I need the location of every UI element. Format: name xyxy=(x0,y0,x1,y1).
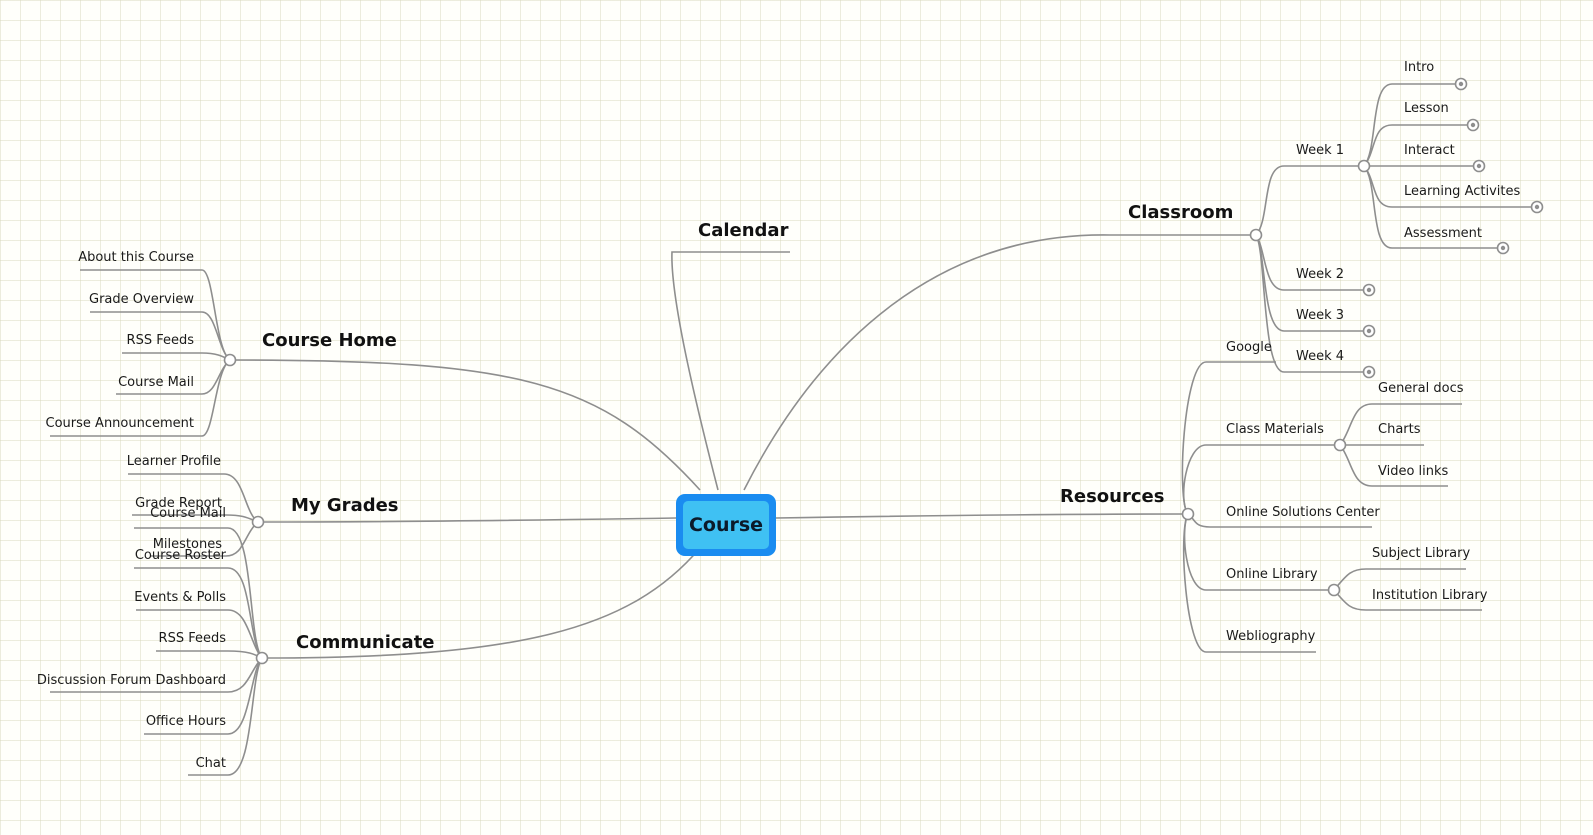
subtopic-online-library[interactable]: Online Library xyxy=(1226,567,1318,582)
my-grades-collapse-toggle[interactable] xyxy=(251,515,265,529)
week1-collapse-toggle[interactable] xyxy=(1357,159,1371,173)
week3-expand-icon[interactable] xyxy=(1362,324,1376,338)
connector-webliography xyxy=(1182,513,1316,653)
connector-assessment xyxy=(1363,165,1498,249)
week2-expand-icon[interactable] xyxy=(1362,283,1376,297)
expand-markers xyxy=(1362,77,1544,379)
connector-classroom xyxy=(743,234,1256,491)
subtopic-learner-profile[interactable]: Learner Profile xyxy=(127,454,221,469)
connector-course-home xyxy=(229,359,701,491)
course-home-collapse-toggle[interactable] xyxy=(223,353,237,367)
assessment-expand-icon[interactable] xyxy=(1496,241,1510,255)
connector-announcement xyxy=(50,359,231,437)
subtopic-week1[interactable]: Week 1 xyxy=(1296,143,1344,158)
connector-comm-roster xyxy=(134,567,263,659)
connector-week4 xyxy=(1255,234,1364,373)
topic-classroom[interactable]: Classroom xyxy=(1128,202,1233,223)
subtopic-course-announcement[interactable]: Course Announcement xyxy=(46,416,194,431)
subtopic-grade-report[interactable]: Grade Report xyxy=(135,496,222,511)
subtopic-interact[interactable]: Interact xyxy=(1404,143,1455,158)
subtopic-about-course[interactable]: About this Course xyxy=(78,250,194,265)
course-home-subtopics: About this Course Grade Overview RSS Fee… xyxy=(46,250,195,431)
subtopic-week4[interactable]: Week 4 xyxy=(1296,349,1344,364)
communicate-subtopics: Course Mail Course Roster Events & Polls… xyxy=(37,506,227,771)
connector-google xyxy=(1181,361,1276,515)
classroom-collapse-toggle[interactable] xyxy=(1249,228,1263,242)
subtopic-week2[interactable]: Week 2 xyxy=(1296,267,1344,282)
topic-my-grades[interactable]: My Grades xyxy=(291,495,399,516)
subtopic-google[interactable]: Google xyxy=(1226,340,1272,355)
learning-activites-expand-icon[interactable] xyxy=(1530,200,1544,214)
subtopic-video-links[interactable]: Video links xyxy=(1378,464,1449,479)
central-topic-fill xyxy=(683,501,769,549)
subtopic-comm-events-polls[interactable]: Events & Polls xyxy=(134,590,226,605)
connector-comm-office xyxy=(144,657,263,735)
connector-comm-rss xyxy=(156,650,263,659)
subtopic-class-materials[interactable]: Class Materials xyxy=(1226,422,1324,437)
topic-communicate[interactable]: Communicate xyxy=(296,632,435,653)
subtopic-grade-overview[interactable]: Grade Overview xyxy=(89,292,194,307)
subtopic-course-mail[interactable]: Course Mail xyxy=(118,375,194,390)
subtopic-comm-rss-feeds[interactable]: RSS Feeds xyxy=(159,631,227,646)
connector-comm-chat xyxy=(188,657,263,776)
topic-resources[interactable]: Resources xyxy=(1060,486,1164,507)
connector-class-materials xyxy=(1182,444,1340,515)
subtopic-online-solutions[interactable]: Online Solutions Center xyxy=(1226,505,1380,520)
connector-my-grades xyxy=(257,517,677,523)
resources-collapse-toggle[interactable] xyxy=(1181,507,1195,521)
intro-expand-icon[interactable] xyxy=(1454,77,1468,91)
subtopic-comm-chat[interactable]: Chat xyxy=(196,756,226,771)
subtopic-comm-forum-dashboard[interactable]: Discussion Forum Dashboard xyxy=(37,673,226,688)
subtopic-comm-course-mail[interactable]: Course Mail xyxy=(150,506,226,521)
central-topic-label: Course xyxy=(689,514,763,536)
connector-comm-events xyxy=(136,609,263,659)
subtopic-webliography[interactable]: Webliography xyxy=(1226,629,1316,644)
central-topic[interactable]: Course xyxy=(676,494,776,556)
connector-communicate xyxy=(261,547,701,659)
connector-week1 xyxy=(1255,165,1364,236)
junctions xyxy=(223,159,1371,665)
my-grades-subtopics: Learner Profile Grade Report Milestones xyxy=(127,454,222,552)
subtopic-milestones[interactable]: Milestones xyxy=(153,537,222,552)
subtopic-institution-library[interactable]: Institution Library xyxy=(1372,588,1488,603)
subtopic-intro[interactable]: Intro xyxy=(1404,60,1434,75)
topic-calendar[interactable]: Calendar xyxy=(698,220,789,241)
connector-subject-library xyxy=(1333,568,1466,591)
subtopic-learning-activites[interactable]: Learning Activites xyxy=(1404,184,1520,199)
week4-expand-icon[interactable] xyxy=(1362,365,1376,379)
subtopic-charts[interactable]: Charts xyxy=(1378,422,1421,437)
subtopic-general-docs[interactable]: General docs xyxy=(1378,381,1464,396)
classroom-subtopics: Week 1 Week 2 Week 3 Week 4 Intro Lesson… xyxy=(1296,60,1520,364)
communicate-collapse-toggle[interactable] xyxy=(255,651,269,665)
subtopic-lesson[interactable]: Lesson xyxy=(1404,101,1449,116)
subtopic-rss-feeds[interactable]: RSS Feeds xyxy=(127,333,195,348)
topic-course-home[interactable]: Course Home xyxy=(262,330,397,351)
online-library-collapse-toggle[interactable] xyxy=(1327,583,1341,597)
connector-video-links xyxy=(1339,444,1448,487)
subtopic-assessment[interactable]: Assessment xyxy=(1404,226,1482,241)
class-materials-collapse-toggle[interactable] xyxy=(1333,438,1347,452)
connector-rss xyxy=(122,352,231,361)
subtopic-comm-course-roster[interactable]: Course Roster xyxy=(135,548,227,563)
connector-calendar xyxy=(671,251,790,491)
lesson-expand-icon[interactable] xyxy=(1466,118,1480,132)
resources-subtopics: Google Class Materials Online Solutions … xyxy=(1226,340,1488,644)
subtopic-comm-office-hours[interactable]: Office Hours xyxy=(146,714,226,729)
subtopic-week3[interactable]: Week 3 xyxy=(1296,308,1344,323)
subtopic-subject-library[interactable]: Subject Library xyxy=(1372,546,1470,561)
connector-resources xyxy=(775,513,1189,519)
connector-general-docs xyxy=(1339,403,1462,446)
interact-expand-icon[interactable] xyxy=(1472,159,1486,173)
